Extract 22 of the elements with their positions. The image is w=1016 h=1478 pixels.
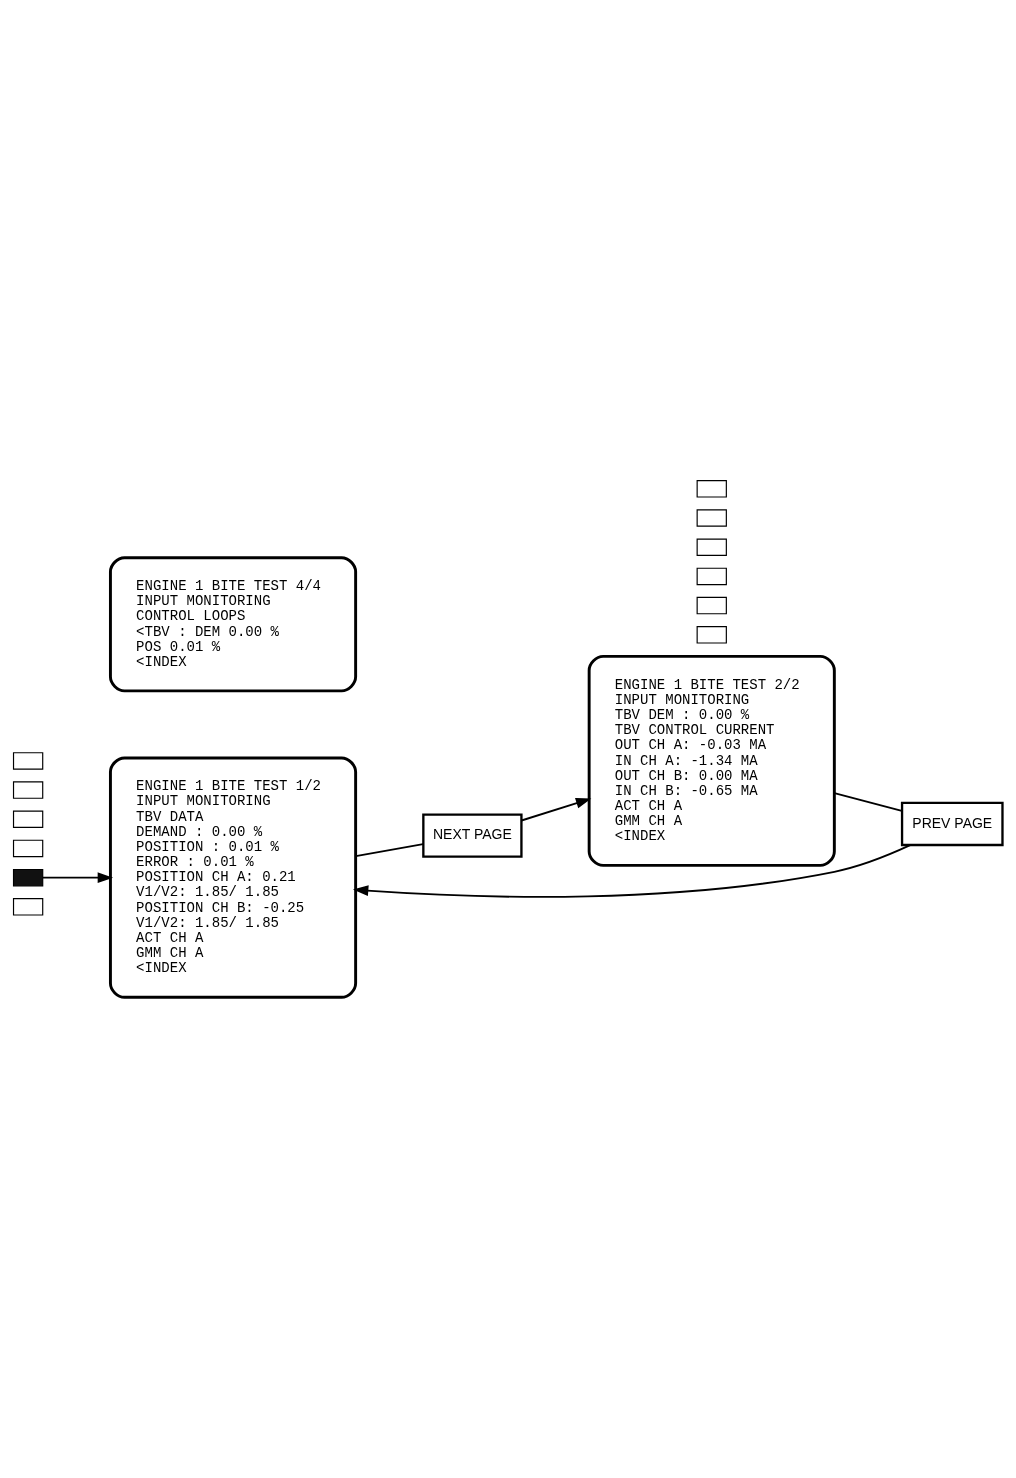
connector — [833, 792, 903, 812]
node-box — [696, 480, 727, 498]
node-box: ENGINE 1 BITE TEST 4/4 INPUT MONITORING CONTROL LOOPS <TBV : DEM 0.00 % POS 0.01 % <INDEX — [109, 556, 358, 693]
node-box — [696, 567, 727, 586]
node-box: ENGINE 1 BITE TEST 1/2 INPUT MONITORING TBV DATA DEMAND : 0.00 % POSITION : 0.01 % ERROR : 0.01 % POSITION CH A: 0.21 V1/V2: 1.85/ 1.85 POSITION CH B: -0.25 V1/V2: 1.85/ 1.85 ACT CH A GMM CH A <INDEX — [109, 756, 358, 999]
node-box — [12, 868, 44, 887]
node-box — [12, 810, 44, 829]
node-box — [12, 752, 44, 770]
node-box: ENGINE 1 BITE TEST 2/2 INPUT MONITORING TBV DEM : 0.00 % TBV CONTROL CURRENT OUT CH A: -0.03 MA IN CH A: -1.34 MA OUT CH B: 0.00 MA IN CH B: -0.65 MA ACT CH A GMM CH A <INDEX — [587, 654, 836, 867]
node-box — [12, 781, 44, 799]
connector — [354, 843, 424, 858]
node-box — [12, 898, 44, 916]
arrow — [520, 797, 592, 822]
node-box — [12, 839, 44, 858]
node-box — [696, 538, 727, 556]
node-box: NEXT PAGE — [422, 813, 523, 858]
node-box — [696, 596, 727, 615]
arrow — [352, 844, 912, 898]
node-box — [696, 626, 727, 644]
arrow — [41, 872, 114, 884]
node-box — [696, 509, 727, 527]
node-box: PREV PAGE — [900, 801, 1004, 847]
